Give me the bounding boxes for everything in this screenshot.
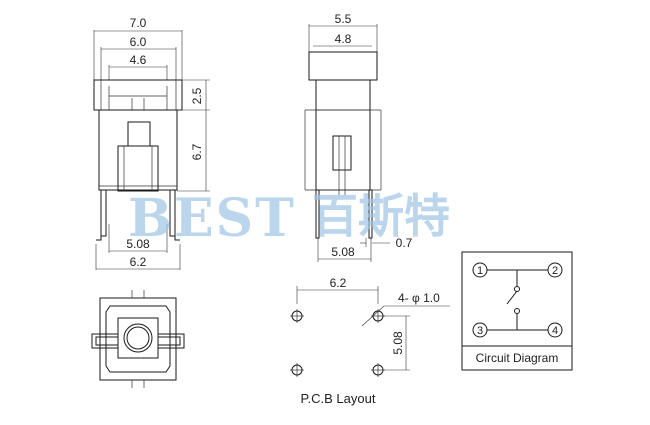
dim-front-pin-outer: 6.2	[130, 255, 147, 269]
watermark-logo: BEST 百斯特	[128, 188, 450, 249]
circuit-pin-3: 3	[477, 325, 483, 337]
dim-front-width-inner: 4.6	[130, 53, 147, 67]
dim-side-pin-thickness: 0.7	[396, 236, 413, 250]
dim-front-width-outer: 7.0	[130, 16, 147, 30]
pcb-title: P.C.B Layout	[301, 391, 376, 406]
circuit-pin-2: 2	[552, 265, 558, 277]
svg-text:BEST: BEST	[128, 188, 296, 249]
dim-front-width-mid: 6.0	[130, 35, 147, 49]
circuit-title: Circuit Diagram	[476, 351, 559, 365]
dim-side-width-outer: 5.5	[335, 12, 352, 26]
top-view	[91, 290, 185, 388]
circuit-pin-4: 4	[552, 325, 558, 337]
pcb-layout: 6.2 5.08 4- φ 1.0 P.C.B Layout	[290, 276, 450, 406]
pcb-width: 6.2	[330, 276, 347, 290]
dim-front-pin-pitch: 5.08	[126, 237, 150, 251]
circuit-diagram: 1 2 3 4 Circuit Diagram	[461, 251, 573, 371]
dim-front-height-top: 2.5	[190, 87, 204, 104]
front-view: 7.0 6.0 4.6 2.5 6.7	[93, 16, 210, 270]
dim-front-height-body: 6.7	[190, 143, 204, 160]
svg-text:百斯特: 百斯特	[312, 189, 450, 243]
side-view: 5.5 4.8 5.08 0.7	[304, 12, 413, 262]
dim-side-width-inner: 4.8	[335, 32, 352, 46]
dim-side-pin-pitch: 5.08	[331, 245, 355, 259]
pcb-height: 5.08	[391, 331, 405, 355]
circuit-pin-1: 1	[477, 265, 483, 277]
pcb-hole-note: 4- φ 1.0	[398, 291, 440, 305]
